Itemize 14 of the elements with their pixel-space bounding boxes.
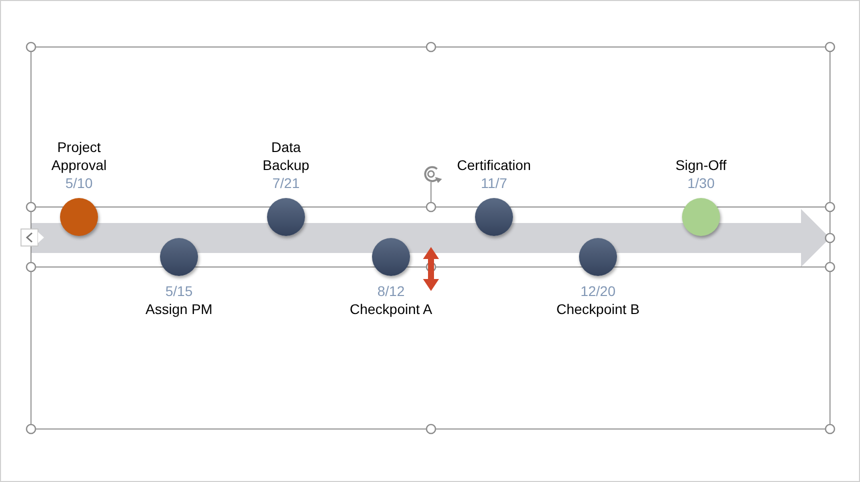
milestone-title: Data Backup	[262, 138, 310, 174]
milestone-date: 7/21	[272, 174, 300, 192]
milestone-date: 5/10	[65, 174, 93, 192]
milestone-title: Checkpoint B	[556, 300, 640, 318]
milestone-date: 8/12	[377, 282, 405, 300]
milestone-title: Sign-Off	[675, 156, 727, 174]
milestone-title: Project Approval	[50, 138, 108, 174]
milestone-title: Checkpoint A	[350, 300, 432, 318]
milestone-date: 11/7	[480, 174, 508, 192]
milestone-title: Assign PM	[146, 300, 212, 318]
milestone-title: Certification	[457, 156, 531, 174]
milestone-date: 1/30	[687, 174, 715, 192]
milestone-date: 5/15	[165, 282, 193, 300]
milestone-date: 12/20	[580, 282, 616, 300]
